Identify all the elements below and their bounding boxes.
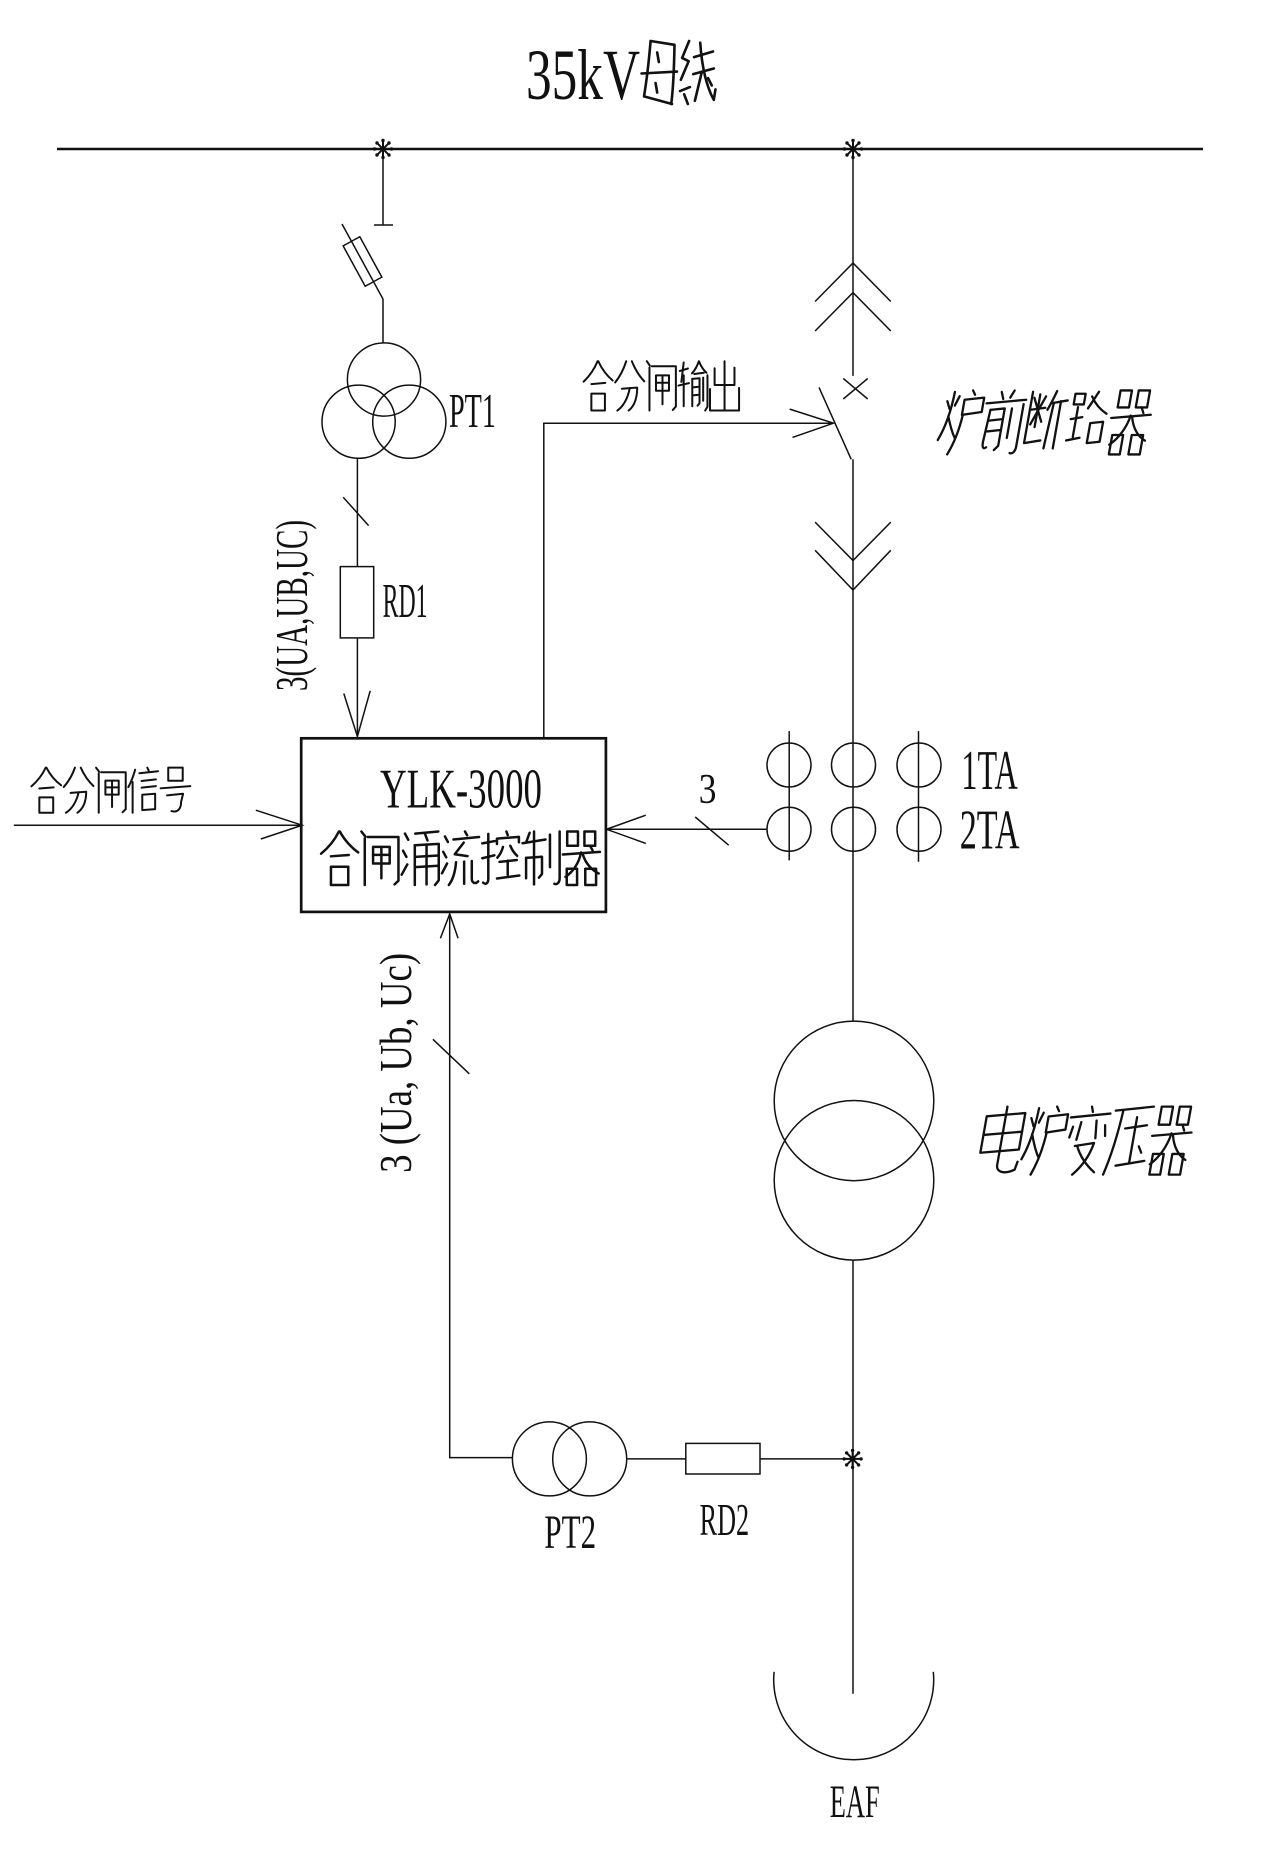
svg-text:3 (Ua, Ub, Uc): 3 (Ua, Ub, Uc) xyxy=(370,953,421,1173)
svg-text:RD2: RD2 xyxy=(700,1494,750,1545)
svg-text:3: 3 xyxy=(699,767,717,813)
svg-text:EAF: EAF xyxy=(830,1776,880,1828)
svg-text:PT2: PT2 xyxy=(544,1506,596,1559)
svg-text:YLK-3000: YLK-3000 xyxy=(380,759,542,821)
svg-text:PT1: PT1 xyxy=(449,383,496,438)
svg-text:3(UA,UB,UC): 3(UA,UB,UC) xyxy=(267,520,317,691)
svg-text:RD1: RD1 xyxy=(383,573,428,628)
svg-text:1TA: 1TA xyxy=(961,740,1018,802)
svg-text:2TA: 2TA xyxy=(960,800,1020,862)
svg-text:35kV: 35kV xyxy=(526,35,640,115)
